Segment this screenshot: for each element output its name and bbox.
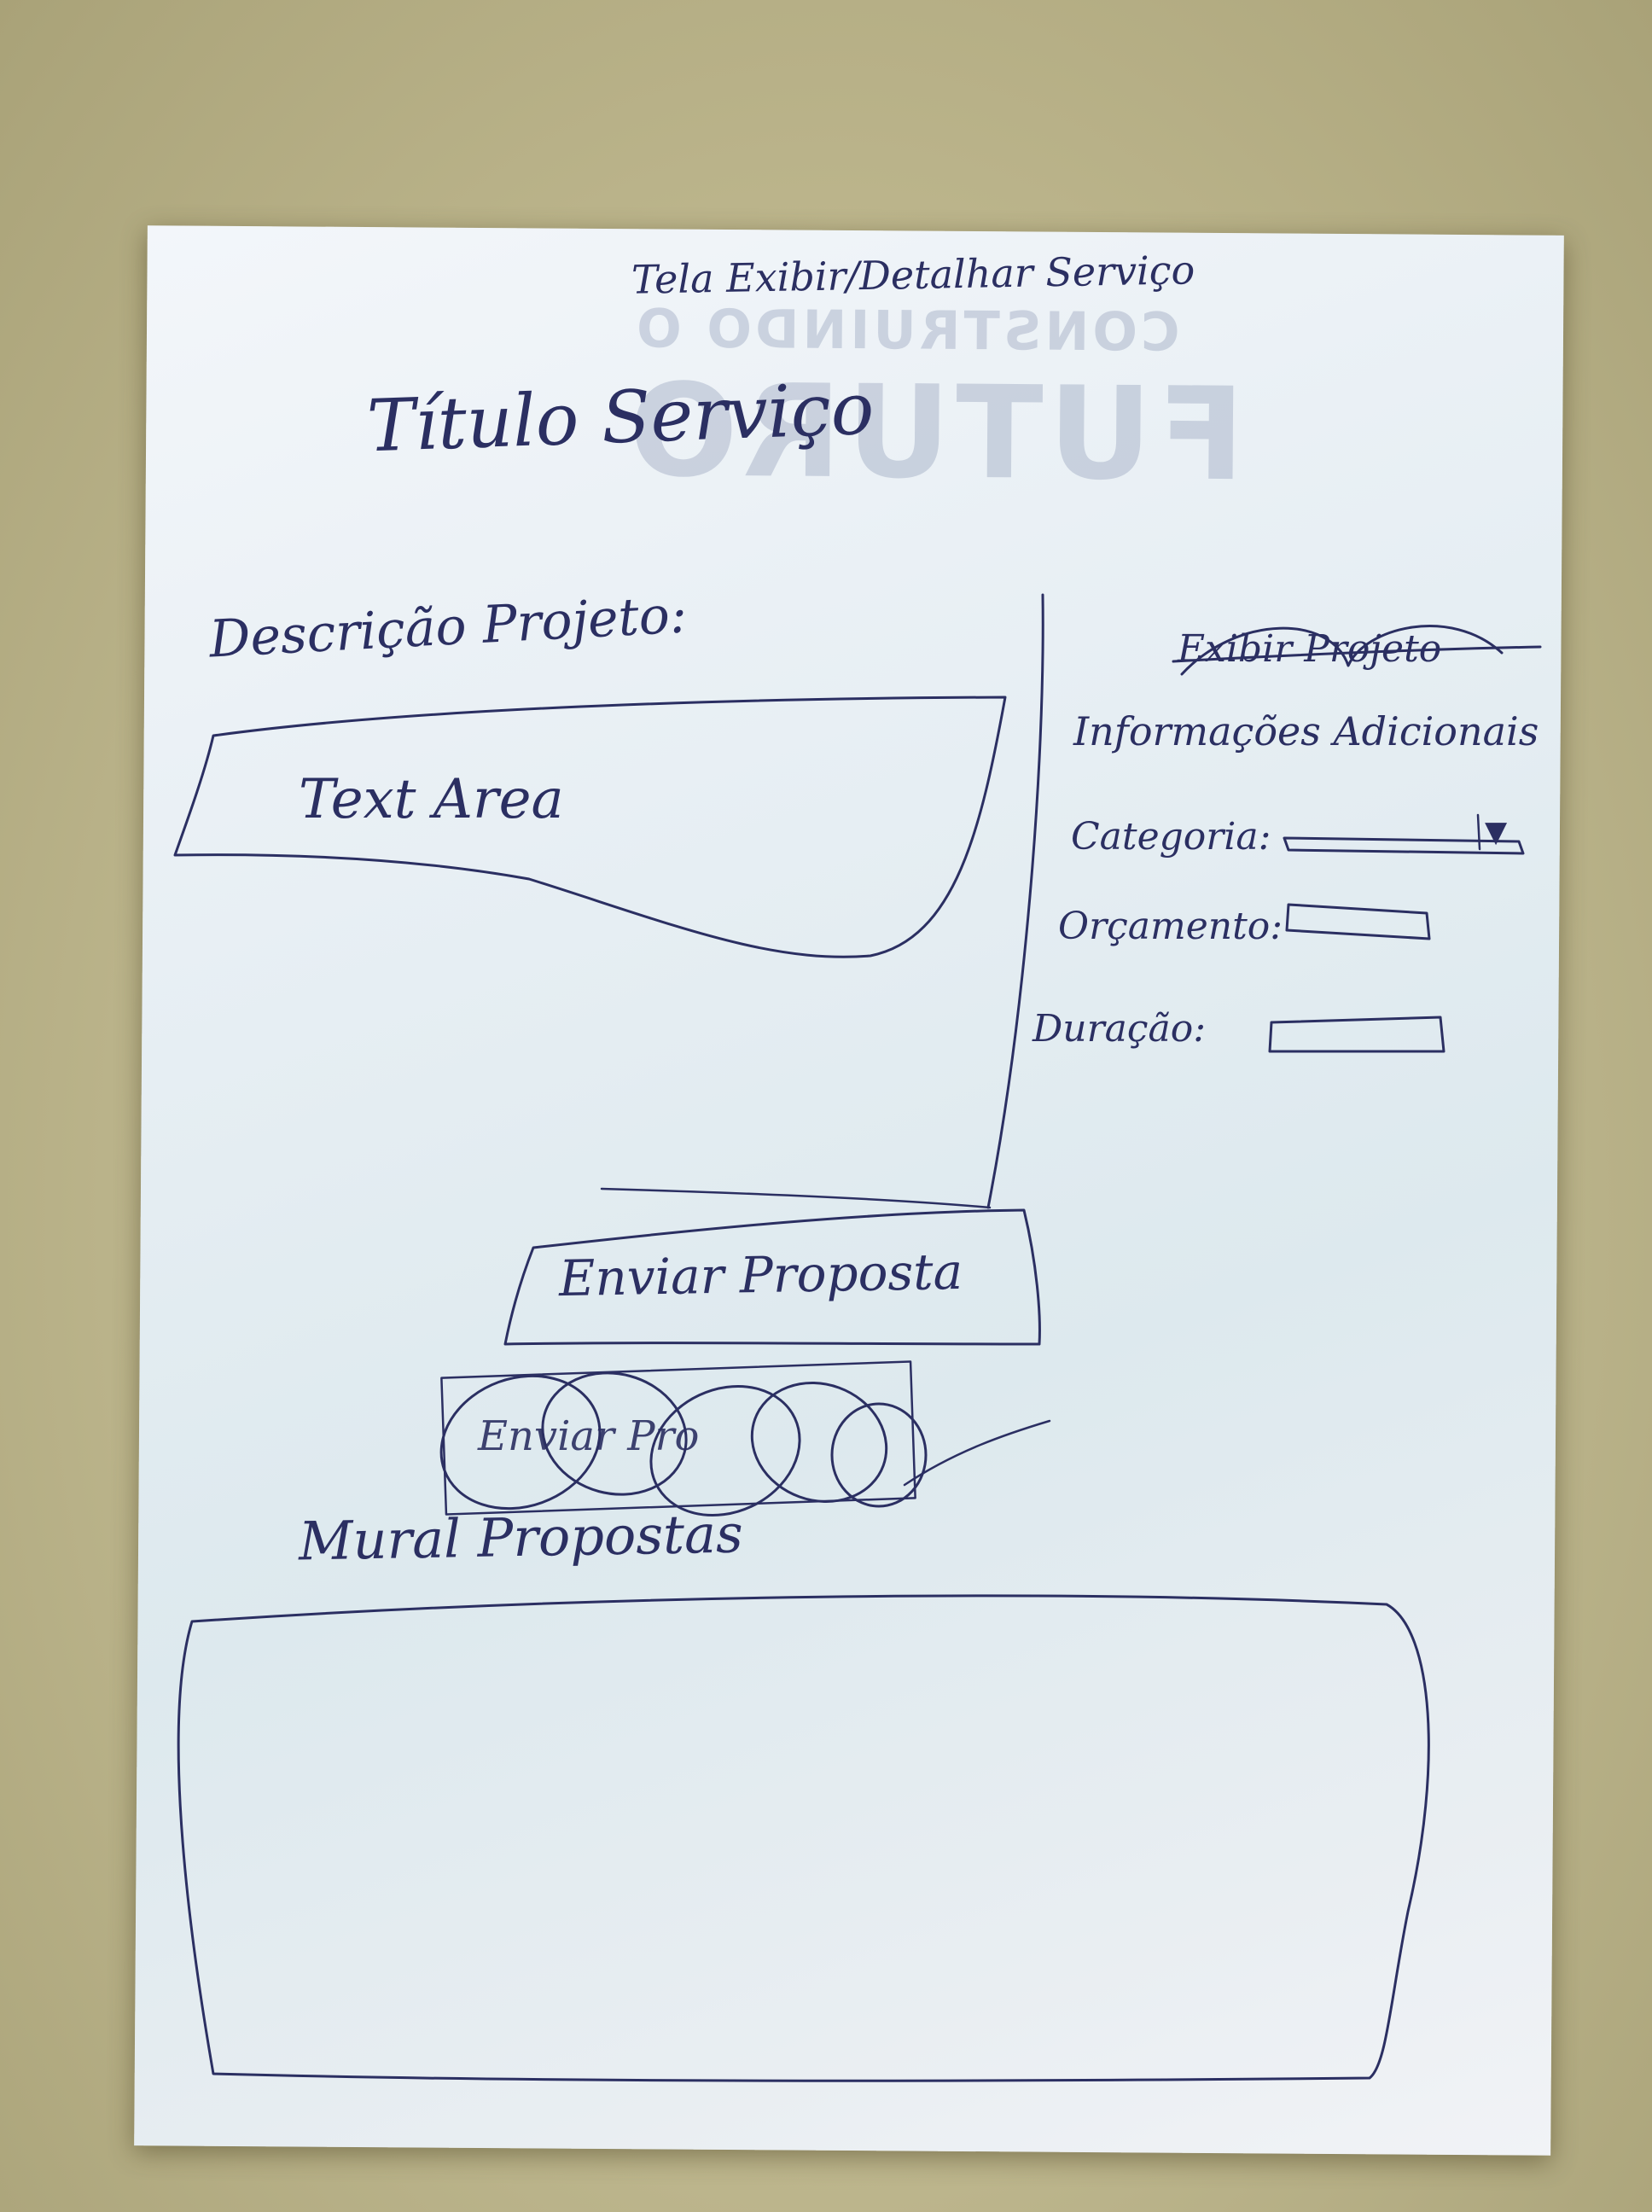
scribble-1 — [439, 1374, 602, 1511]
dropdown-divider — [1476, 813, 1481, 851]
categoria-label: Categoria: — [1071, 815, 1271, 859]
orcamento-label: Orçamento: — [1058, 905, 1283, 948]
strike-line-1 — [1172, 645, 1542, 663]
scribble-2 — [541, 1371, 688, 1496]
additional-info-heading: Informações Adicionais — [1073, 708, 1539, 754]
scribbled-button-outline — [440, 1360, 916, 1516]
send-button-outline — [503, 1208, 1041, 1346]
chevron-down-icon[interactable]: ▼ — [1485, 815, 1508, 849]
duracao-field[interactable] — [1271, 1017, 1442, 1051]
screen-caption: Tela Exibir/Detalhar Serviço — [631, 247, 1195, 303]
dropdown-box — [1283, 836, 1525, 855]
duracao-box — [1268, 1016, 1446, 1053]
proposals-mural[interactable] — [196, 1609, 1408, 2069]
orcamento-box — [1285, 903, 1431, 940]
vertical-divider — [986, 593, 1044, 1209]
crossed-out-heading: Exibir Projeto — [1178, 627, 1442, 671]
description-textarea[interactable]: Text Area — [299, 768, 564, 831]
send-proposal-button[interactable]: Enviar Proposta — [558, 1242, 963, 1308]
scribble-4 — [750, 1381, 888, 1504]
scribbled-button-label: Enviar Pro — [478, 1412, 700, 1460]
mural-area-outline — [177, 1594, 1430, 2082]
scribble-5 — [830, 1402, 928, 1508]
scribble-tail — [903, 1419, 1051, 1487]
orcamento-field[interactable] — [1288, 905, 1429, 939]
duracao-label: Duração: — [1032, 1007, 1207, 1051]
page-title: Título Serviço — [365, 366, 875, 469]
scribble-3 — [649, 1384, 801, 1517]
text-area-outline — [173, 696, 1007, 958]
connector-line — [600, 1187, 992, 1209]
mural-label: Mural Propostas — [298, 1502, 744, 1573]
strike-line-2 — [1180, 625, 1504, 676]
